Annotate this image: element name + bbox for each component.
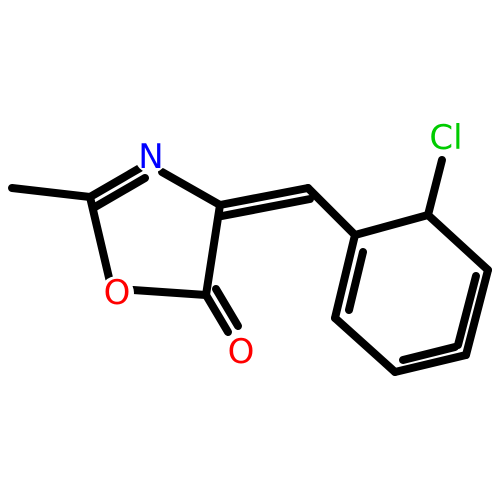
bond-ring-inner-2 [454,272,480,349]
chlorine-label: Cl [429,118,462,158]
bond-ring-1 [351,211,432,239]
carbonyl-oxygen-label: O [228,332,255,372]
bond-c4-c5 [202,201,224,299]
bond-ring-inner-3 [399,343,459,364]
bond-c5-o-carbonyl-b [212,285,242,330]
bond-ring-2 [424,211,492,274]
nitrogen-halo [135,141,167,173]
carbonyl-oxygen-halo [224,335,258,369]
bond-o1-c2 [86,193,114,286]
bond-n-c4 [158,168,224,209]
bond-ch-phenyl [304,184,359,239]
bond-c2-n-b [91,174,149,211]
bond-c4-ch-a [216,184,312,209]
ring-oxygen-label: O [104,273,131,313]
bond-c5-o1 [129,286,210,299]
bond-ring-5 [331,314,399,376]
bond-ring-cl [424,156,446,219]
bond-ring-4 [391,351,470,376]
ring-oxygen-halo [100,276,134,310]
bond-c4-ch-b [218,195,314,220]
bond-c5-o-carbonyl-a [202,291,232,336]
bond-ring-inner-1 [345,248,367,314]
chlorine-halo [426,122,466,156]
bond-layer [8,156,492,376]
bond-methyl-c2 [8,184,94,201]
bond-ring-3 [462,266,492,359]
bond-c2-n-a [86,164,144,201]
bond-ring-6 [331,231,359,322]
nitrogen-label: N [138,137,163,177]
atom-label-layer: N O O Cl [100,118,466,372]
